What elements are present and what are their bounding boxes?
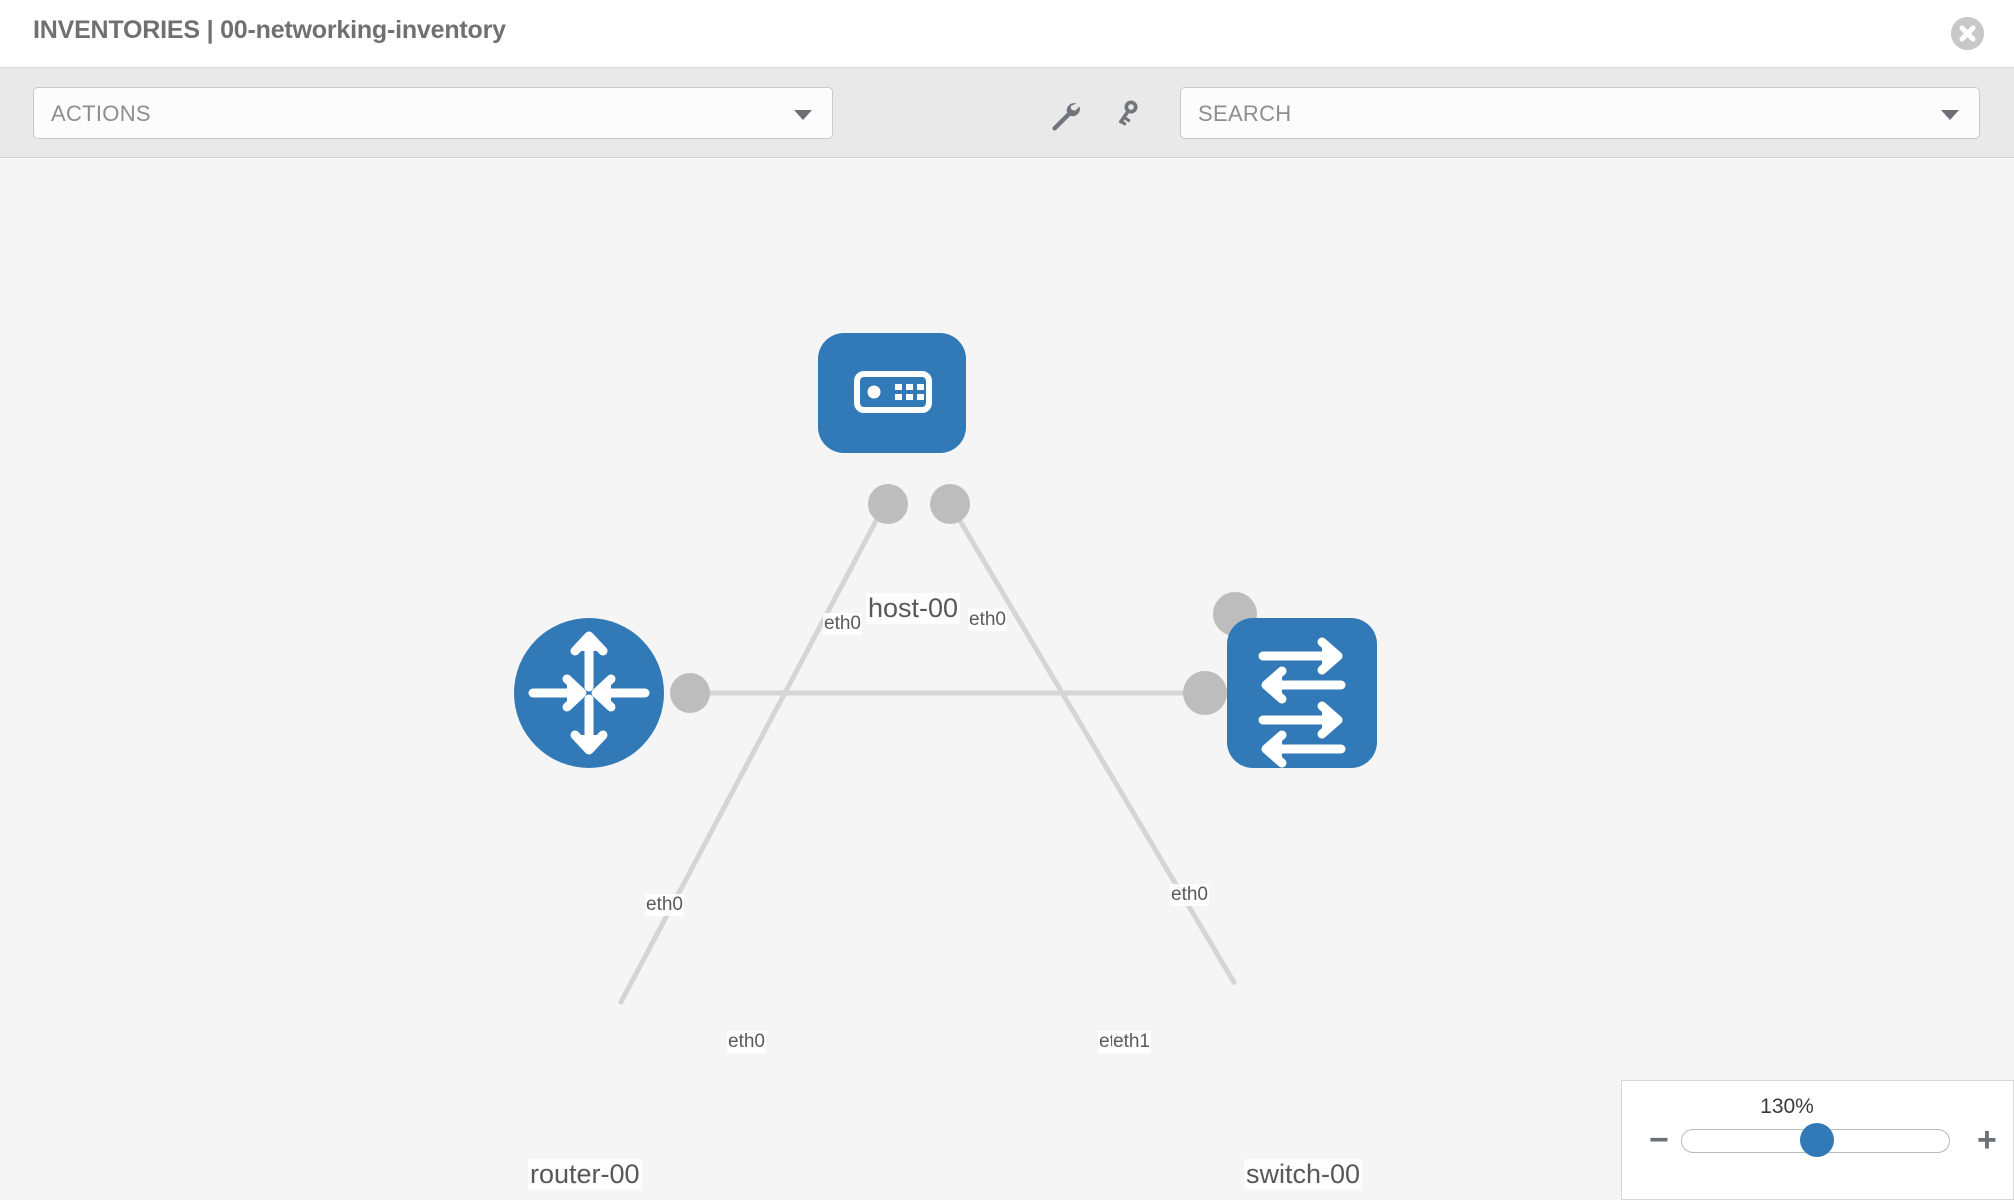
close-icon[interactable] xyxy=(1951,17,1984,50)
topology-graph xyxy=(514,333,1377,1006)
actions-dropdown[interactable]: ACTIONS xyxy=(33,87,833,139)
wrench-icon[interactable] xyxy=(1048,98,1082,132)
page-header: INVENTORIES | 00-networking-inventory xyxy=(0,0,2014,68)
connector-switch-left xyxy=(1183,671,1227,715)
search-input[interactable]: SEARCH xyxy=(1180,87,1980,139)
edge-host-router xyxy=(617,502,888,1006)
edge-label-host-right: eth0 xyxy=(968,609,1007,631)
connector-router-right xyxy=(670,673,710,713)
chevron-down-icon[interactable] xyxy=(1941,110,1959,120)
node-router-00 xyxy=(514,618,664,768)
toolbar: ACTIONS SEARCH xyxy=(0,68,2014,158)
search-placeholder: SEARCH xyxy=(1198,101,1292,126)
connector-host-left xyxy=(868,484,908,524)
node-switch-00 xyxy=(1227,618,1377,768)
switch-arrows-icon xyxy=(1258,637,1346,768)
edge-label-switch-upper: eth0 xyxy=(1170,884,1209,906)
node-host-00 xyxy=(818,333,966,453)
connector-host-right xyxy=(930,484,970,524)
zoom-level-value: 130% xyxy=(1760,1095,1814,1118)
zoom-out-button[interactable]: − xyxy=(1649,1121,1669,1159)
edge-host-switch xyxy=(947,502,1238,986)
topology-connectors xyxy=(670,484,1257,715)
page-title: INVENTORIES | 00-networking-inventory xyxy=(33,16,506,44)
node-label-switch-00[interactable]: switch-00 xyxy=(1244,1159,1363,1190)
edge-label-host-left: eth0 xyxy=(823,613,862,635)
node-label-host-00[interactable]: host-00 xyxy=(866,593,961,624)
chevron-down-icon xyxy=(794,110,812,120)
zoom-in-button[interactable]: + xyxy=(1977,1121,1997,1159)
zoom-slider-thumb[interactable] xyxy=(1800,1123,1834,1157)
topology-canvas[interactable]: host-00 router-00 switch-00 eth0 eth0 et… xyxy=(0,159,2014,1200)
edge-label-router-upper: eth0 xyxy=(645,894,684,916)
edge-label-switch-left: eth1 xyxy=(1112,1031,1151,1053)
node-label-router-00[interactable]: router-00 xyxy=(528,1159,642,1190)
zoom-control-panel: 130% − + xyxy=(1621,1080,2014,1200)
actions-dropdown-label: ACTIONS xyxy=(51,101,151,126)
server-icon xyxy=(854,371,932,413)
key-icon[interactable] xyxy=(1115,98,1149,132)
edge-label-router-right: eth0 xyxy=(727,1031,766,1053)
topology-edges xyxy=(617,502,1238,1006)
router-arrows-icon xyxy=(528,631,650,755)
